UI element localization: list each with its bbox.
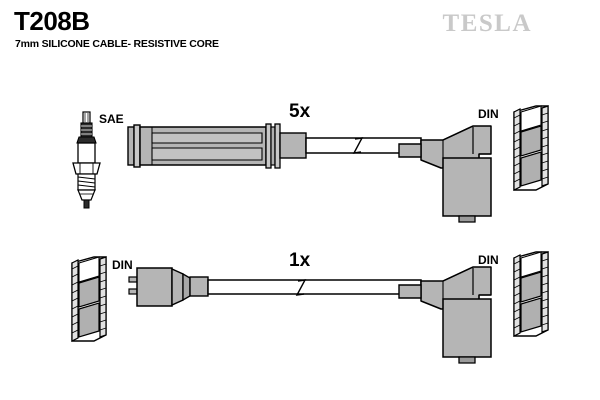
din-label-lower-left: DIN xyxy=(112,258,133,272)
cable-lower xyxy=(207,279,422,296)
brand-logo: TESLA xyxy=(442,10,532,37)
sae-label: SAE xyxy=(99,112,124,126)
din-label-lower-right: DIN xyxy=(478,253,499,267)
din-terminal-lower-right xyxy=(513,251,549,337)
din-label-upper-right: DIN xyxy=(478,107,499,121)
quantity-label-lower: 1x xyxy=(289,250,311,271)
spark-plug-icon xyxy=(72,111,101,209)
part-description: 7mm SILICONE CABLE- RESISTIVE CORE xyxy=(15,38,219,50)
coil-boot-connector xyxy=(128,267,209,307)
straight-boot-connector xyxy=(127,123,307,169)
din-terminal-lower-left xyxy=(71,256,107,342)
quantity-label-upper: 5x xyxy=(289,101,311,122)
page-title: T208B xyxy=(14,6,90,36)
din-terminal-upper-right xyxy=(513,105,549,191)
assembly-lower: 1x DIN xyxy=(71,250,549,364)
assembly-upper: 5x xyxy=(72,101,549,223)
